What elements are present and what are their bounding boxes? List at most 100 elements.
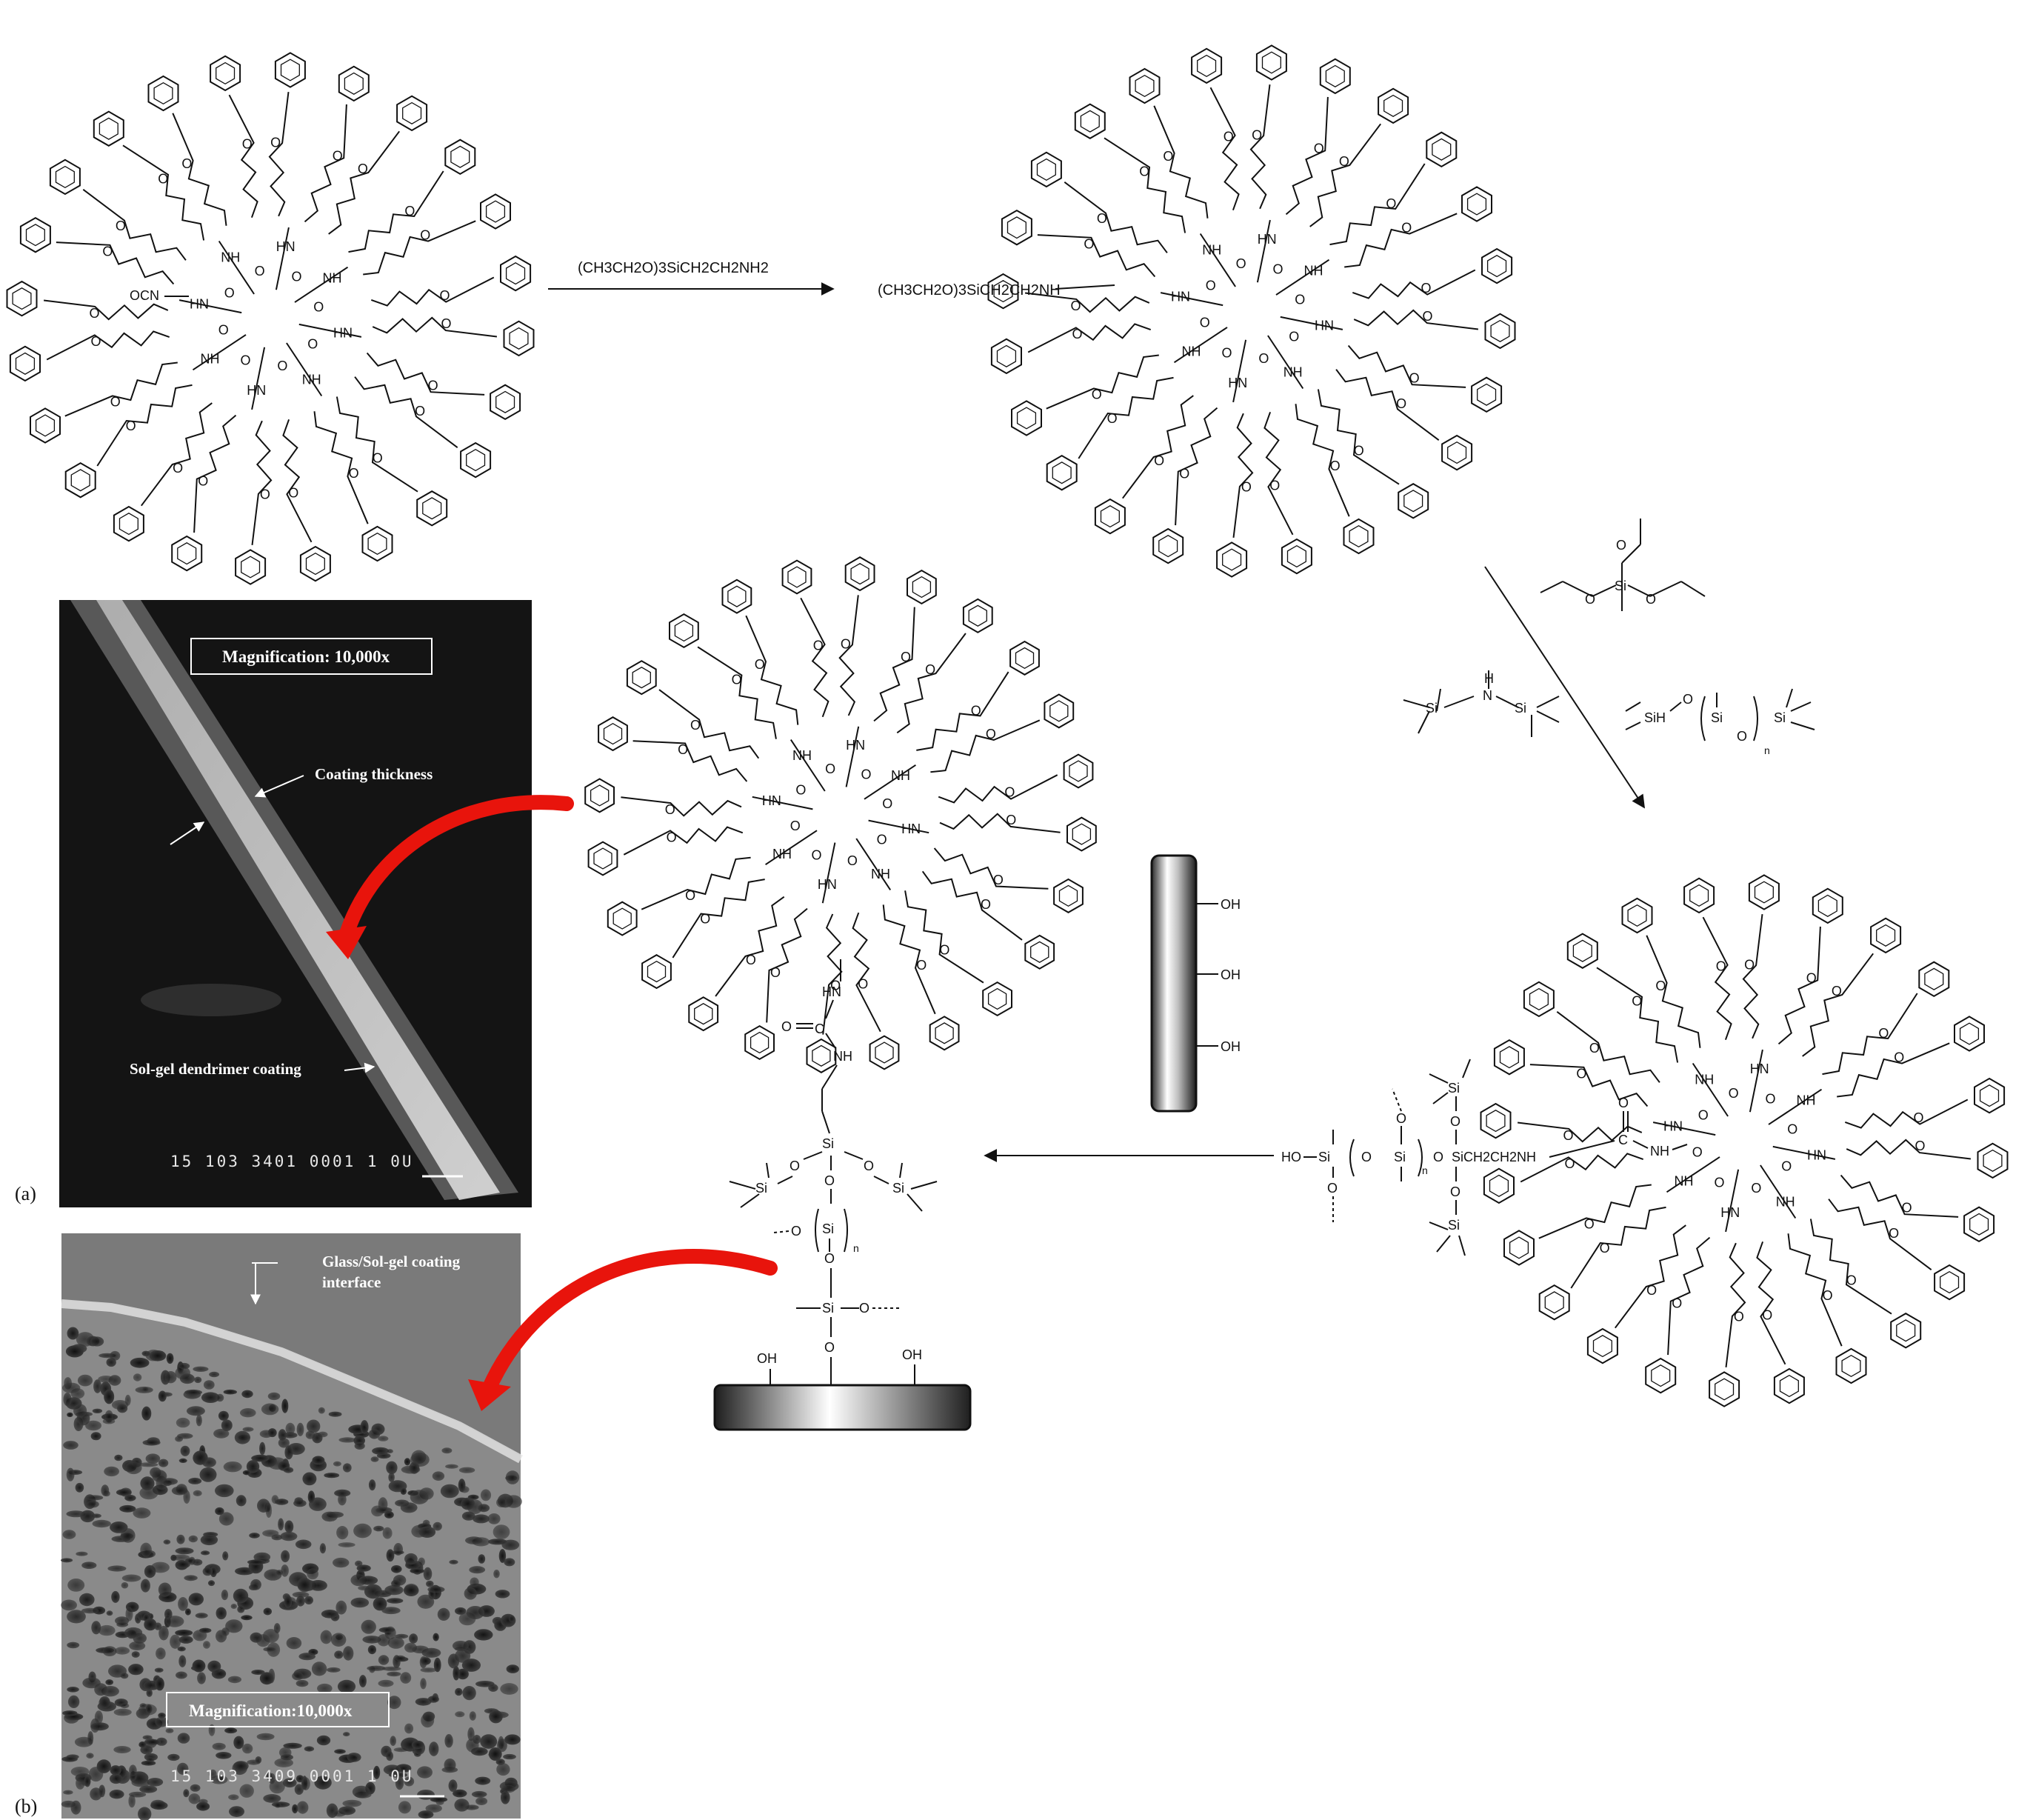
benzene-ring (929, 1016, 960, 1051)
pore (426, 1580, 434, 1587)
pore (229, 1806, 244, 1818)
aromatic-circle (344, 72, 364, 95)
pore (455, 1607, 467, 1615)
chain-sich2ch2nh: SiCH2CH2NH (1452, 1150, 1536, 1164)
pdms-o: O (1683, 692, 1693, 707)
stem-o: O (824, 1251, 835, 1266)
carbonyl-o-label: O (1222, 345, 1232, 360)
ether-chain (141, 402, 213, 507)
amide-branch (1772, 1145, 1836, 1160)
pore (321, 1511, 338, 1522)
pore (334, 1650, 344, 1659)
pdms-si: Si (1711, 710, 1723, 725)
pore (158, 1625, 169, 1641)
ether-oxygen-label: O (981, 897, 991, 912)
aromatic-circle (1135, 74, 1155, 98)
pore (130, 1357, 150, 1368)
carbonyl-o-label: O (224, 286, 235, 301)
benzene-ring (49, 159, 81, 196)
amide-branch (251, 347, 266, 410)
pore (128, 1794, 136, 1808)
aromatic-circle (1069, 760, 1088, 782)
ether-oxygen-label: O (110, 395, 121, 410)
benzene-ring (1009, 640, 1040, 676)
amide-branch (1173, 327, 1228, 364)
pore (417, 1766, 433, 1779)
ether-oxygen-label: O (1563, 1128, 1574, 1143)
pore (221, 1590, 229, 1601)
pore (76, 1551, 88, 1556)
pore (144, 1618, 157, 1631)
carbonyl-o-label: O (882, 796, 892, 811)
pore (378, 1679, 394, 1687)
pore (452, 1641, 469, 1651)
pore (478, 1554, 486, 1564)
amide-nh-label: HN (276, 239, 296, 254)
aromatic-circle (70, 469, 90, 492)
ether-oxygen-label: O (685, 888, 695, 903)
ether-chain (1335, 369, 1440, 441)
amide-branch (765, 830, 818, 866)
aromatic-circle (1383, 94, 1403, 117)
pore (387, 1696, 401, 1710)
ether-oxygen-label: O (925, 662, 935, 677)
ether-chain (1529, 1064, 1649, 1107)
sem-a-magnification-box (190, 638, 433, 675)
pore (448, 1779, 458, 1792)
benzene-ring (1024, 934, 1055, 970)
pore (465, 1536, 483, 1544)
pore (121, 1574, 141, 1582)
pore (411, 1740, 424, 1750)
chain-si: Si (1394, 1150, 1406, 1164)
aromatic-circle (509, 327, 529, 350)
sem-b-interface-line (61, 1299, 523, 1464)
ether-chain (1596, 967, 1679, 1063)
aromatic-circle (1572, 939, 1592, 962)
pore (176, 1417, 190, 1428)
pore (154, 1667, 164, 1673)
ether-chain (916, 671, 1009, 751)
pore (487, 1513, 501, 1524)
amide-nh-label: NH (302, 373, 321, 387)
pore (262, 1530, 279, 1537)
aromatic-circle (1544, 1291, 1564, 1314)
pore (501, 1784, 515, 1793)
ether-chain (623, 826, 744, 856)
ether-oxygen-label: O (1072, 327, 1083, 341)
aromatic-circle (850, 563, 869, 585)
pore (498, 1549, 507, 1563)
pore (233, 1588, 249, 1604)
amide-nh-label: NH (1675, 1174, 1694, 1189)
pore (330, 1633, 347, 1647)
pore (280, 1531, 298, 1541)
pore (175, 1436, 184, 1442)
ether-oxygen-label: O (441, 316, 452, 331)
teos-si-label: Si (1615, 579, 1626, 593)
pore (215, 1484, 234, 1498)
ether-chain (632, 740, 748, 782)
amide-nh-label: NH (1304, 263, 1323, 278)
ether-oxygen-label: O (1806, 970, 1817, 985)
ether-oxygen-label: O (1179, 467, 1189, 481)
pore (274, 1758, 294, 1767)
benzene-ring (982, 981, 1012, 1017)
pore (278, 1518, 284, 1531)
ether-oxygen-label: O (1565, 1156, 1575, 1171)
pore (307, 1490, 316, 1504)
ether-chain (363, 220, 476, 276)
hmds-n: N (1483, 688, 1492, 703)
pore (184, 1389, 202, 1396)
aromatic-circle (1058, 884, 1078, 907)
pore (304, 1596, 313, 1604)
amide-nh-label: HN (762, 793, 781, 808)
pore (139, 1703, 147, 1708)
pore (150, 1561, 170, 1573)
amide-nh-label: HN (901, 821, 921, 836)
benzene-ring (1281, 538, 1312, 575)
pore (224, 1727, 238, 1734)
pore (223, 1461, 242, 1473)
aromatic-circle (632, 667, 651, 689)
pore (80, 1510, 96, 1523)
benzene-ring (669, 613, 699, 649)
